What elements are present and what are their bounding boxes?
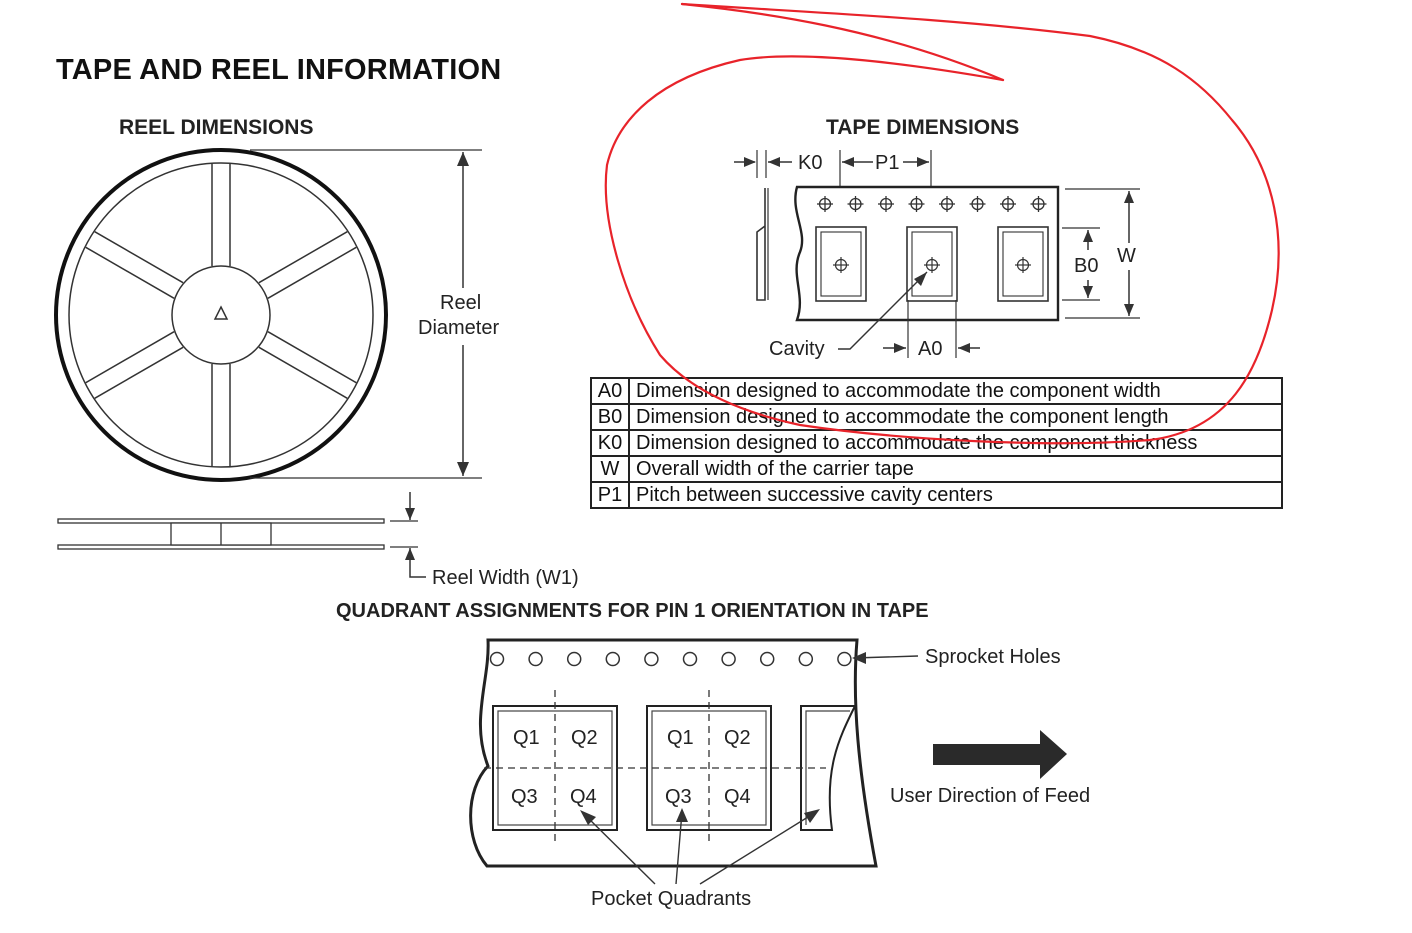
reel-spoke-edge — [258, 346, 348, 399]
feed-direction-label: User Direction of Feed — [890, 785, 1091, 807]
quadrant-sprocket-hole — [798, 651, 814, 667]
quadrant-q4-label: Q4 — [724, 786, 751, 808]
reel-diameter-label-line1: Reel — [440, 292, 482, 314]
table-row: W Overall width of the carrier tape — [590, 455, 1283, 483]
quadrant-sprocket-hole — [566, 651, 582, 667]
reel-width-label: Reel Width (W1) — [432, 567, 579, 589]
quadrant-sprocket-hole — [644, 651, 659, 667]
reel-spoke-edge — [85, 331, 175, 384]
pocket-quadrants-label: Pocket Quadrants — [591, 888, 752, 910]
quadrant-sprocket-hole — [837, 651, 852, 667]
reel-spoke-edge — [258, 231, 348, 284]
reel-drawing — [54, 148, 482, 578]
reel-heading: REEL DIMENSIONS — [119, 116, 314, 139]
quadrant-q3-label: Q3 — [665, 786, 692, 808]
definition-text: Pitch between successive cavity centers — [628, 481, 1283, 509]
definition-symbol: W — [590, 455, 630, 483]
quadrant-sprocket-hole — [721, 651, 736, 667]
reel-spoke-edge — [94, 346, 184, 399]
quadrant-q1-label: Q1 — [667, 727, 694, 749]
quadrant-sprocket-hole — [528, 651, 543, 667]
quadrant-sprocket-hole — [489, 651, 505, 667]
definition-symbol: P1 — [590, 481, 630, 509]
reel-spoke-edge — [267, 246, 357, 299]
page-title: TAPE AND REEL INFORMATION — [56, 54, 502, 86]
sprocket-holes-label: Sprocket Holes — [925, 646, 1061, 668]
quadrant-sprocket-hole — [682, 651, 698, 667]
reel-spoke-edge — [85, 246, 175, 299]
quadrant-q4-label: Q4 — [570, 786, 597, 808]
reel-spoke-edge — [267, 331, 357, 384]
quadrant-sprocket-hole — [759, 651, 775, 667]
quadrant-q1-label: Q1 — [513, 727, 540, 749]
reel-diameter-label-line2: Diameter — [418, 317, 500, 339]
quadrant-sprocket-hole — [605, 651, 621, 667]
quadrant-q2-label: Q2 — [724, 727, 751, 749]
quadrant-q2-label: Q2 — [571, 727, 598, 749]
definition-text: Overall width of the carrier tape — [628, 455, 1283, 483]
quadrant-heading: QUADRANT ASSIGNMENTS FOR PIN 1 ORIENTATI… — [336, 600, 929, 622]
quadrant-q3-label: Q3 — [511, 786, 538, 808]
reel-spoke-edge — [94, 231, 184, 284]
table-row: P1 Pitch between successive cavity cente… — [590, 481, 1283, 509]
